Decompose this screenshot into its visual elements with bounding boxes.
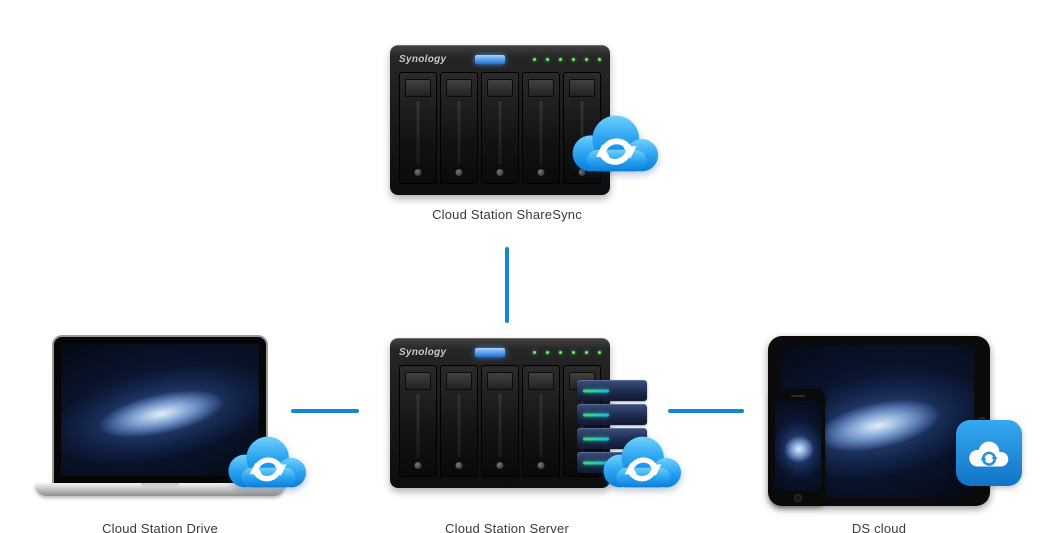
drive-bay-groove bbox=[580, 101, 584, 165]
rack-unit bbox=[577, 404, 647, 425]
drive-bay-screw bbox=[578, 169, 586, 176]
label-cloud-station-server: Cloud Station Server bbox=[445, 521, 569, 533]
drive-bay-groove bbox=[539, 394, 543, 458]
drive-bay-latch bbox=[446, 79, 472, 97]
lcd-display bbox=[474, 347, 505, 357]
drive-bay-latch bbox=[487, 79, 513, 97]
status-led bbox=[533, 57, 536, 61]
drive-bay-latch bbox=[487, 372, 513, 390]
ds-cloud-glyph bbox=[963, 434, 1015, 473]
status-led bbox=[546, 57, 549, 61]
drive-bay-groove bbox=[457, 394, 461, 458]
rack-led-strip bbox=[583, 461, 609, 464]
drive-bay-screw bbox=[414, 169, 422, 176]
status-led bbox=[546, 350, 549, 354]
status-led bbox=[533, 350, 536, 354]
laptop bbox=[35, 335, 285, 496]
label-cloud-station-drive: Cloud Station Drive bbox=[102, 521, 218, 533]
nas-front-strip: Synology bbox=[399, 46, 601, 72]
status-led bbox=[585, 350, 588, 354]
nas-front-strip: Synology bbox=[399, 339, 601, 365]
laptop-screen bbox=[52, 335, 268, 483]
drive-bay bbox=[399, 365, 437, 477]
drive-bay bbox=[522, 72, 560, 184]
rack-unit bbox=[577, 380, 647, 401]
synology-logo: Synology bbox=[399, 346, 447, 358]
cloud-sync-icon bbox=[217, 425, 315, 499]
drive-bay-screw bbox=[455, 169, 463, 176]
drive-bay bbox=[440, 72, 478, 184]
cloud-sync-icon bbox=[560, 103, 668, 184]
drive-bay-groove bbox=[498, 394, 502, 458]
drive-bay-latch bbox=[405, 79, 431, 97]
galaxy-core bbox=[775, 401, 821, 491]
drive-bay-groove bbox=[580, 394, 584, 458]
drive-bay-groove bbox=[498, 101, 502, 165]
ds-cloud-app-icon bbox=[956, 420, 1022, 486]
cloud-sync-icon bbox=[592, 425, 690, 499]
drive-bay-screw bbox=[537, 462, 545, 469]
drive-bay bbox=[481, 72, 519, 184]
galaxy-wallpaper bbox=[775, 401, 821, 491]
drive-bay-latch bbox=[569, 79, 595, 97]
galaxy-wallpaper bbox=[61, 344, 259, 476]
drive-bay-latch bbox=[528, 79, 554, 97]
rack-led-strip bbox=[583, 413, 609, 416]
phone-home-button bbox=[794, 494, 802, 502]
drive-bay bbox=[399, 72, 437, 184]
status-led bbox=[598, 57, 601, 61]
label-cloud-station-sharesync: Cloud Station ShareSync bbox=[432, 207, 582, 222]
phone bbox=[771, 389, 825, 505]
drive-bay-groove bbox=[539, 101, 543, 165]
rack-led-strip bbox=[583, 437, 609, 440]
status-leds bbox=[533, 57, 601, 61]
drive-bay-groove bbox=[416, 101, 420, 165]
connector-server-dscloud bbox=[668, 409, 744, 413]
connector-drive-server bbox=[291, 409, 359, 413]
status-led bbox=[559, 350, 562, 354]
rack-led-strip bbox=[583, 389, 609, 392]
laptop-base bbox=[35, 483, 285, 496]
lcd-display bbox=[474, 54, 505, 64]
synology-logo: Synology bbox=[399, 53, 447, 65]
drive-bay-groove bbox=[457, 101, 461, 165]
status-led bbox=[572, 57, 575, 61]
drive-bay-latch bbox=[528, 372, 554, 390]
status-led bbox=[559, 57, 562, 61]
phone-speaker bbox=[791, 395, 805, 397]
laptop-notch bbox=[141, 483, 179, 488]
drive-bay bbox=[522, 365, 560, 477]
drive-bay-screw bbox=[414, 462, 422, 469]
status-led bbox=[585, 57, 588, 61]
drive-bay-screw bbox=[496, 462, 504, 469]
connector-sharesync-server bbox=[505, 247, 509, 323]
drive-bay bbox=[440, 365, 478, 477]
drive-bay-screw bbox=[496, 169, 504, 176]
drive-bay-latch bbox=[405, 372, 431, 390]
drive-bay-screw bbox=[537, 169, 545, 176]
drive-bay-groove bbox=[416, 394, 420, 458]
label-ds-cloud: DS cloud bbox=[851, 521, 907, 533]
drive-bay-latch bbox=[446, 372, 472, 390]
drive-bay-row bbox=[399, 365, 601, 477]
drive-bay-screw bbox=[455, 462, 463, 469]
status-led bbox=[572, 350, 575, 354]
drive-bay bbox=[481, 365, 519, 477]
status-led bbox=[598, 350, 601, 354]
status-leds bbox=[533, 350, 601, 354]
